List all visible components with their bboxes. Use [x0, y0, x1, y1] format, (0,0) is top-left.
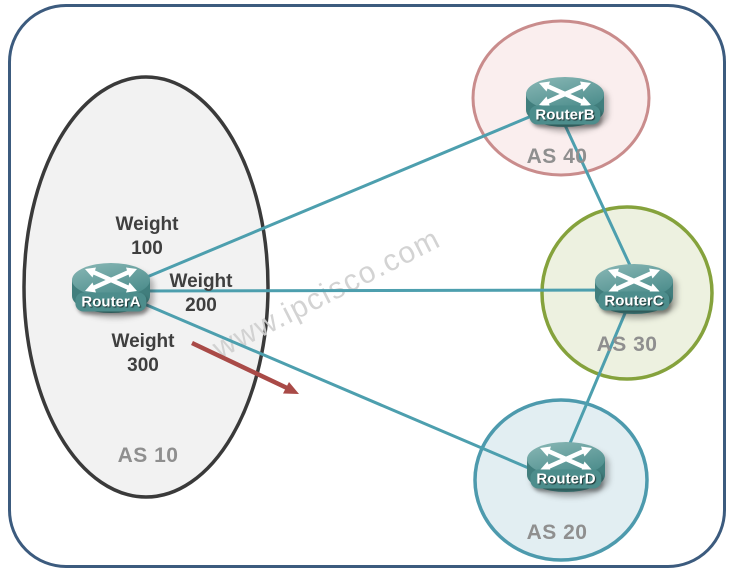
diagram-border [8, 4, 726, 568]
as40-label: AS 40 [526, 145, 588, 168]
as20-label: AS 20 [526, 521, 588, 544]
weight-300-value: 300 [127, 355, 159, 376]
routerc-label: RouterC [598, 291, 670, 311]
link-routerb-routerc [556, 109, 642, 288]
weight-100-value: 100 [131, 238, 163, 259]
as10-label: AS 10 [117, 444, 179, 467]
weight-200-label: Weight 200 [170, 270, 233, 318]
weight-200-word: Weight [169, 271, 233, 292]
as30-label: AS 30 [596, 333, 658, 356]
preferred-path-arrow [191, 340, 299, 394]
weight-100-word: Weight [115, 214, 179, 235]
link-lines [134, 100, 642, 480]
routerb-label: RouterB [529, 105, 601, 125]
weight-300-word: Weight [111, 331, 175, 352]
weight-100-label: Weight 100 [116, 213, 179, 261]
routera-label: RouterA [75, 292, 147, 312]
routerd-label: RouterD [530, 469, 602, 489]
link-routera-routerb [134, 100, 566, 284]
weight-300-label: Weight 300 [112, 330, 175, 378]
link-routera-routerd [134, 298, 553, 480]
link-routerc-routerd [566, 291, 636, 449]
weight-200-value: 200 [185, 295, 217, 316]
link-routera-routerc [134, 288, 635, 293]
